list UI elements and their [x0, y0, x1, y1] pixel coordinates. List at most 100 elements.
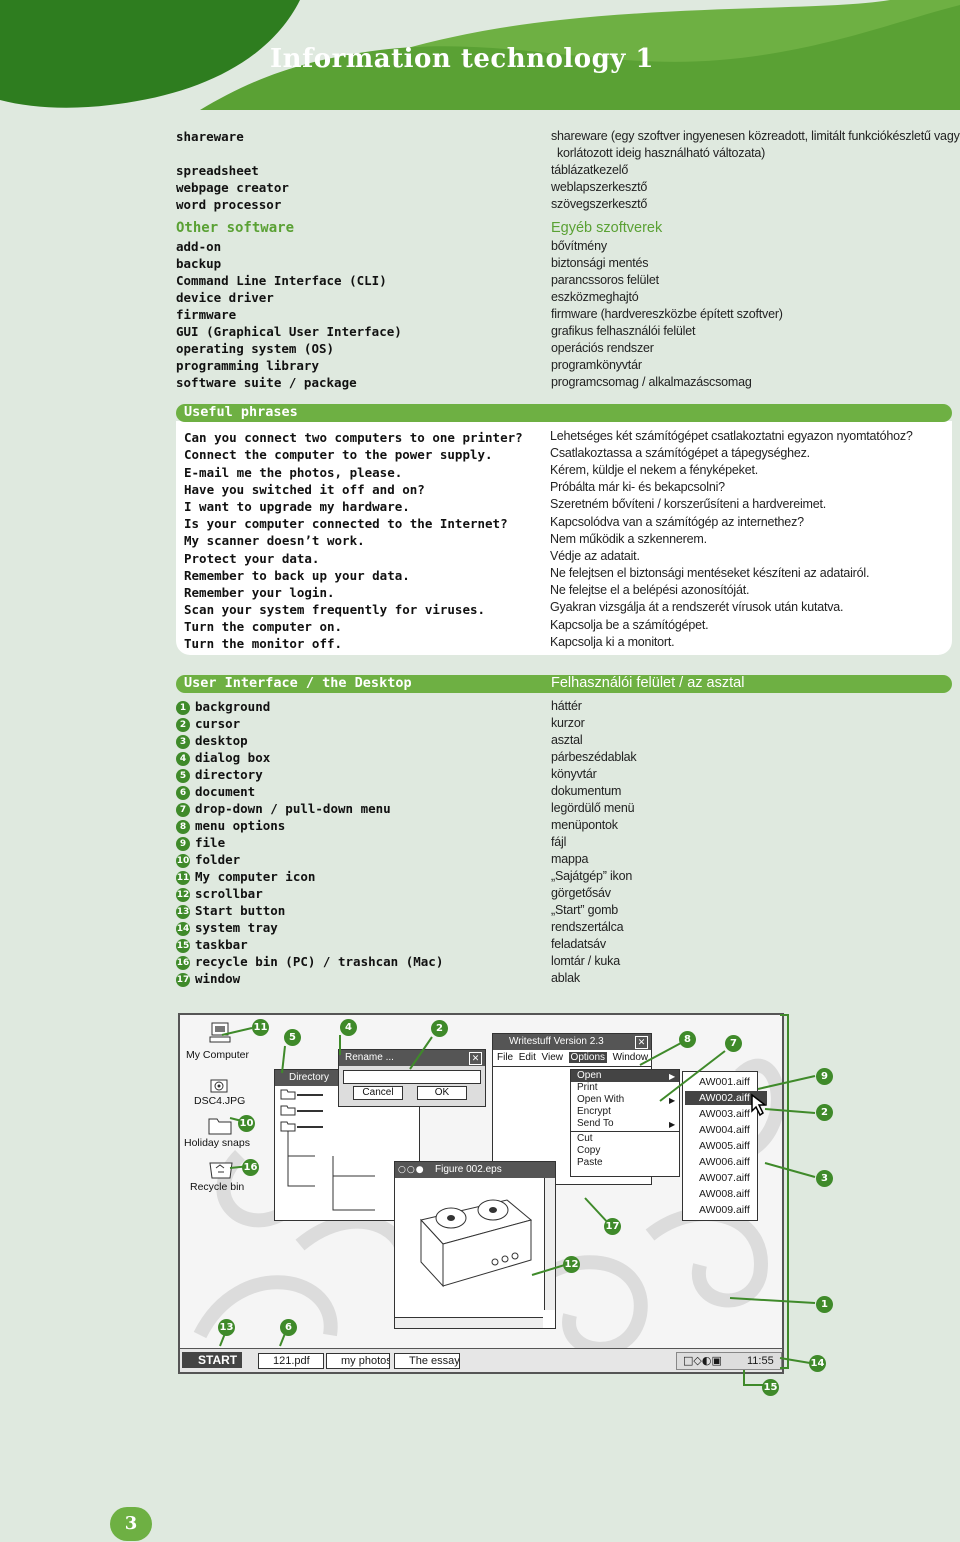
rename-title: Rename ...	[345, 1052, 394, 1063]
image-file-icon[interactable]	[210, 1077, 228, 1093]
cursor-icon	[751, 1093, 768, 1117]
ui-term: system tray	[195, 920, 278, 935]
my-computer-icon[interactable]	[208, 1021, 234, 1045]
menu-edit[interactable]: Edit	[518, 1052, 536, 1063]
menu-option-open-with[interactable]: Open With	[577, 1094, 625, 1105]
ui-term: cursor	[195, 716, 241, 731]
folder-icon[interactable]	[208, 1115, 232, 1135]
file-item[interactable]: AW003.aiff	[699, 1108, 750, 1120]
menu-option-open[interactable]: Open	[571, 1070, 679, 1082]
phrases-panel	[176, 421, 952, 655]
phrase-en: I want to upgrade my hardware.	[184, 499, 410, 514]
tray-icons[interactable]: □◇◐▣	[683, 1354, 722, 1367]
file-item[interactable]: AW007.aiff	[699, 1172, 750, 1184]
item-number: 7	[176, 803, 190, 817]
term-en: operating system (OS)	[176, 341, 335, 356]
menu-options[interactable]: Options	[568, 1052, 608, 1063]
horizontal-scrollbar[interactable]	[395, 1317, 543, 1328]
term-hu: programkönyvtár	[551, 358, 642, 372]
file-item-selected[interactable]: AW002.aiff	[685, 1091, 767, 1105]
header-wave	[0, 0, 960, 110]
phrase-hu: Kérem, küldje el nekem a fényképeket.	[550, 463, 758, 477]
ui-term: directory	[195, 767, 263, 782]
dsc4-jpg-label: DSC4.JPG	[194, 1095, 246, 1107]
term-hu: biztonsági mentés	[551, 256, 649, 270]
vertical-scrollbar[interactable]	[544, 1178, 555, 1310]
ui-item-hu: párbeszédablak	[551, 750, 637, 764]
rename-input[interactable]	[343, 1070, 481, 1084]
term-en: device driver	[176, 290, 274, 305]
term-en: webpage creator	[176, 180, 289, 195]
menu-option-print[interactable]: Print	[577, 1082, 598, 1093]
item-number: 10	[176, 854, 190, 868]
file-item[interactable]: AW004.aiff	[699, 1124, 750, 1136]
callout-1: 1	[816, 1296, 833, 1313]
file-item[interactable]: AW001.aiff	[699, 1076, 750, 1088]
ui-term: menu options	[195, 818, 286, 833]
item-number: 3	[176, 735, 190, 749]
phrase-hu: Ne felejtse el a belépési azonosítóját.	[550, 583, 750, 597]
phrase-hu: Kapcsolja ki a monitort.	[550, 635, 675, 649]
item-number: 4	[176, 752, 190, 766]
close-icon[interactable]: ✕	[469, 1052, 482, 1065]
file-item[interactable]: AW005.aiff	[699, 1140, 750, 1152]
menu-option-cut[interactable]: Cut	[577, 1133, 593, 1144]
item-number: 17	[176, 973, 190, 987]
item-number: 5	[176, 769, 190, 783]
menu-option-send-to[interactable]: Send To	[577, 1118, 614, 1129]
callout-15: 15	[762, 1379, 779, 1396]
cancel-button[interactable]: Cancel	[353, 1086, 403, 1100]
menu-option-encrypt[interactable]: Encrypt	[577, 1106, 611, 1117]
phrase-en: E-mail me the photos, please.	[184, 465, 403, 480]
ui-item-hu: görgetősáv	[551, 886, 611, 900]
phrase-hu: Nem működik a szkennerem.	[550, 532, 707, 546]
ok-button[interactable]: OK	[417, 1086, 467, 1100]
taskbar-item-pdf[interactable]: 121.pdf	[258, 1353, 324, 1369]
ui-item-hu: „Start” gomb	[551, 903, 619, 917]
recycle-bin-icon[interactable]	[208, 1157, 234, 1179]
writestuff-titlebar[interactable]: Writestuff Version 2.3✕	[493, 1034, 651, 1050]
ui-item-en: 3 desktop	[176, 733, 248, 749]
window-controls-icon[interactable]: ○○●	[398, 1165, 425, 1175]
term-en: spreadsheet	[176, 163, 259, 178]
phrase-hu: Próbálta már ki- és bekapcsolni?	[550, 480, 725, 494]
ui-term: drop-down / pull-down menu	[195, 801, 391, 816]
term-hu: weblapszerkesztő	[551, 180, 648, 194]
item-number: 12	[176, 888, 190, 902]
callout-lines	[219, 1027, 816, 1364]
ui-term: dialog box	[195, 750, 271, 765]
term-hu: grafikus felhasználói felület	[551, 324, 696, 338]
dropdown-menu[interactable]: Open Print Open With Encrypt Send To Cut…	[570, 1069, 680, 1177]
ui-item-en: 17 window	[176, 971, 240, 987]
figure-window[interactable]: Figure 002.eps	[394, 1161, 556, 1329]
ui-item-en: 4 dialog box	[176, 750, 270, 766]
taskbar-item-photos[interactable]: my photos	[326, 1353, 390, 1369]
menu-option-paste[interactable]: Paste	[577, 1157, 603, 1168]
ui-item-hu: dokumentum	[551, 784, 622, 798]
menu-option-copy[interactable]: Copy	[577, 1145, 601, 1156]
item-number: 2	[176, 718, 190, 732]
figure-titlebar[interactable]: Figure 002.eps	[395, 1162, 555, 1178]
file-item[interactable]: AW006.aiff	[699, 1156, 750, 1168]
rename-dialog[interactable]: Rename ... ✕ Cancel OK	[338, 1049, 486, 1107]
start-button[interactable]: START	[182, 1352, 242, 1368]
term-hu: bővítmény	[551, 239, 607, 253]
phrase-hu: Kapcsolódva van a számítógép az internet…	[550, 515, 804, 529]
submenu-arrow-icon: ▶	[669, 1096, 676, 1105]
ui-item-hu: könyvtár	[551, 767, 597, 781]
term-hu: operációs rendszer	[551, 341, 654, 355]
ui-term: window	[195, 971, 241, 986]
ui-item-hu: mappa	[551, 852, 589, 866]
menu-view[interactable]: View	[541, 1052, 563, 1063]
taskbar-item-essay[interactable]: The essay	[394, 1353, 460, 1369]
file-item[interactable]: AW009.aiff	[699, 1204, 750, 1216]
menu-window[interactable]: Window	[612, 1052, 649, 1063]
file-item[interactable]: AW008.aiff	[699, 1188, 750, 1200]
rename-titlebar[interactable]: Rename ... ✕	[339, 1050, 485, 1066]
term-en: firmware	[176, 307, 237, 322]
menu-file[interactable]: File	[497, 1052, 514, 1063]
close-icon[interactable]: ✕	[635, 1036, 648, 1049]
phrase-hu: Ne felejtsen el biztonsági mentéseket ké…	[550, 566, 870, 580]
ui-term: desktop	[195, 733, 248, 748]
